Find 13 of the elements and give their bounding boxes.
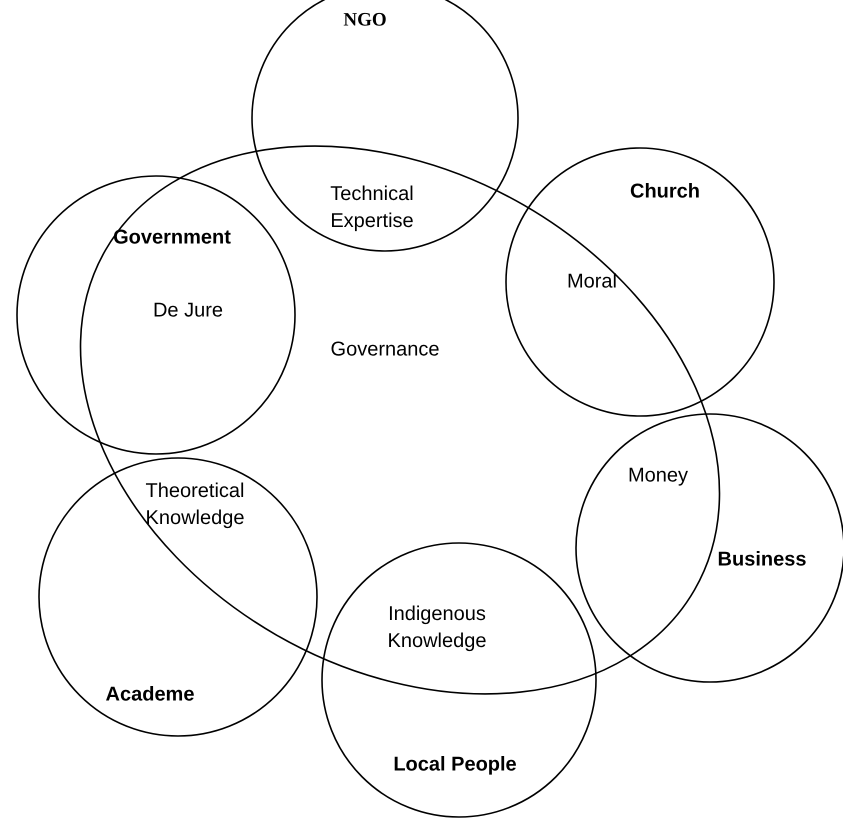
group-label: Government: [112, 226, 232, 250]
overlap-label: Money: [626, 464, 690, 488]
group-label: NGO: [342, 8, 388, 32]
overlap-label: Moral: [566, 270, 618, 294]
group-label: Church: [629, 180, 701, 204]
group-label: Local People: [392, 752, 518, 778]
group-label: Academe: [104, 682, 196, 708]
group-label: Business: [716, 548, 808, 572]
area-label: Governance: [330, 338, 440, 362]
overlap-label: Theoretical Knowledge: [144, 479, 246, 531]
overlap-label: Technical Expertise: [329, 182, 415, 234]
overlap-label: Indigenous Knowledge: [386, 602, 488, 654]
overlap-label: De Jure: [152, 298, 224, 324]
